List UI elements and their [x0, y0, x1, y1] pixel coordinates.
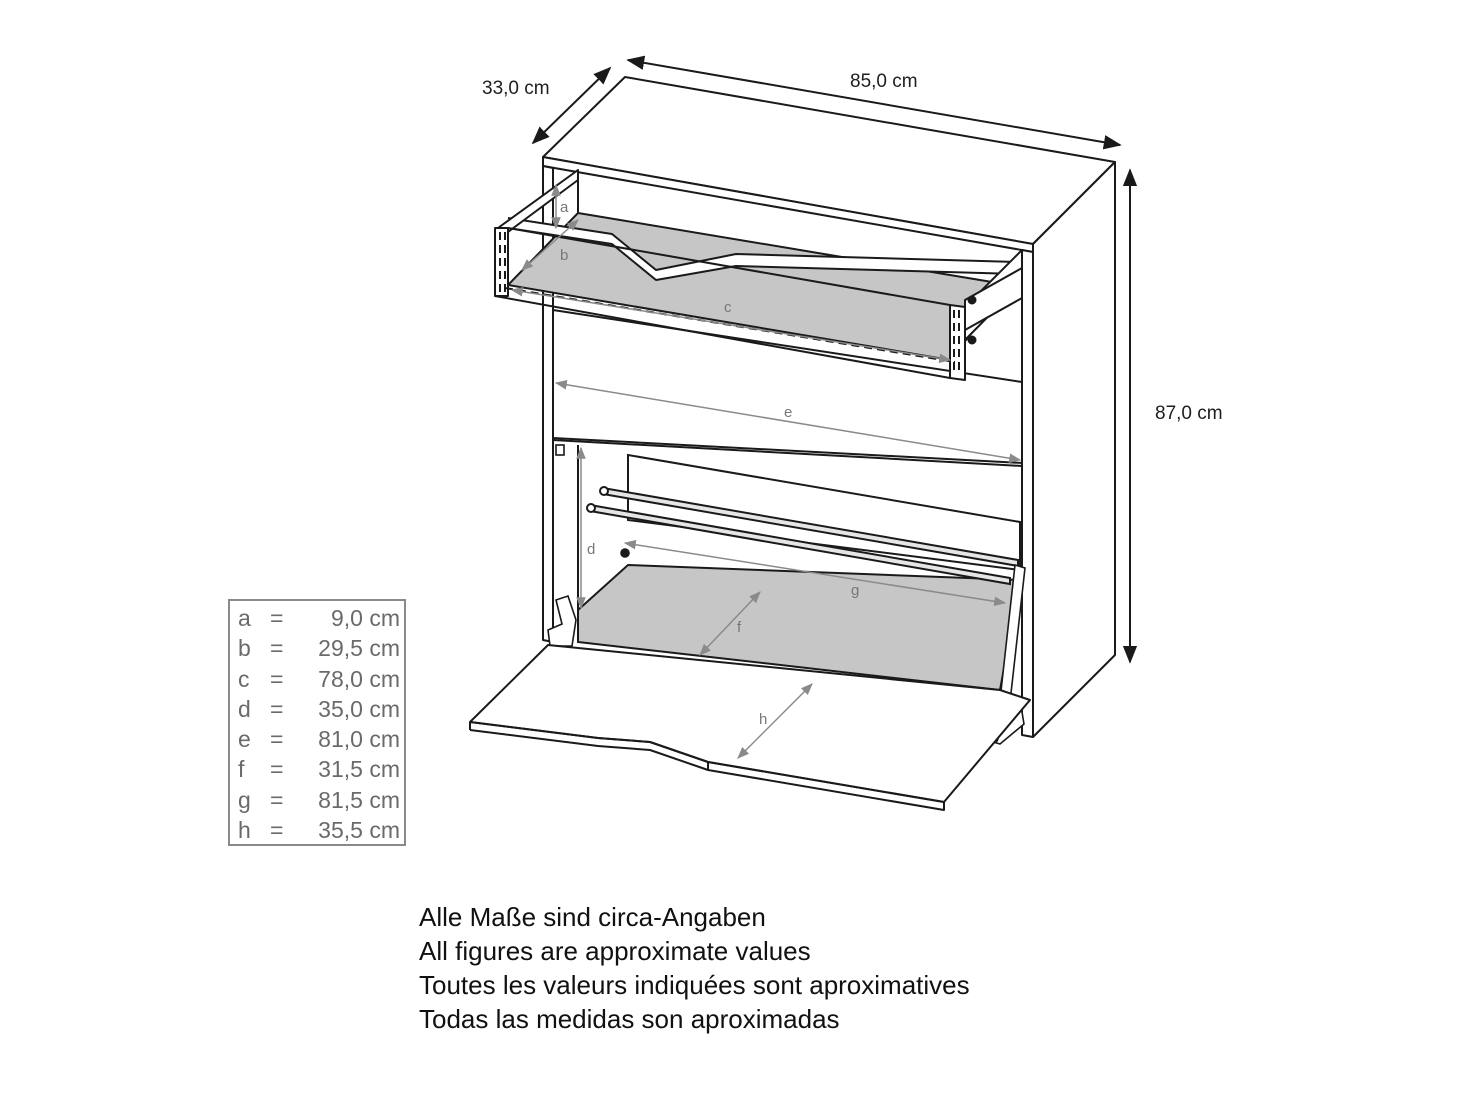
dim-d-label: d [587, 541, 595, 558]
right-front-edge [1021, 249, 1034, 738]
dim-f-label: f [737, 619, 742, 636]
dim-h-line [737, 683, 813, 759]
width-dimension-line [626, 55, 1122, 150]
legend-row: f=31,5 cm [238, 756, 400, 783]
legend-row: h=35,5 cm [238, 817, 400, 844]
note-french: Toutes les valeurs indiquées sont aproxi… [419, 970, 970, 1000]
dim-g-line [623, 539, 1007, 607]
legend-row: d=35,0 cm [238, 695, 400, 722]
flap-door-cutout-edge [469, 721, 945, 803]
legend-row: c=78,0 cm [238, 665, 400, 692]
dim-b-line [521, 219, 579, 271]
overall-dimension-lines [531, 55, 1138, 664]
dim-c-label: c [724, 299, 732, 316]
depth-dimension-line [531, 66, 612, 145]
right-side-panel [1032, 161, 1116, 738]
legend-row: g=81,5 cm [238, 786, 400, 813]
height-label: 87,0 cm [1155, 403, 1223, 424]
note-english: All figures are approximate values [419, 936, 811, 966]
note-german: Alle Maße sind circa-Angaben [419, 902, 766, 932]
drawer-slide-rail [964, 267, 1023, 331]
legend-row: b=29,5 cm [238, 635, 400, 662]
left-front-edge [542, 165, 554, 643]
legend-row: a=9,0 cm [238, 605, 400, 631]
dim-a-label: a [560, 199, 569, 216]
dim-e-line [554, 380, 1022, 463]
dim-h-label: h [759, 711, 767, 728]
left-screw-icon [620, 548, 630, 558]
legend-row: e=81,0 cm [238, 726, 400, 753]
drawer-slide-screw-icon [967, 295, 977, 305]
depth-label: 33,0 cm [482, 78, 550, 99]
inner-dimension-lines [510, 183, 1022, 759]
dim-c-line [510, 286, 952, 364]
dim-b-label: b [560, 247, 568, 264]
inner-dimension-labels: a b c d e f g h [560, 199, 859, 728]
dim-g-label: g [851, 582, 859, 599]
left-catch-icon [555, 444, 565, 456]
dim-e-label: e [784, 404, 792, 421]
dim-f-line [699, 591, 761, 656]
drawer-front-panel [494, 227, 509, 297]
cabinet-body [542, 76, 1116, 738]
top-panel-surface [542, 76, 1116, 245]
approximate-values-notes: Alle Maße sind circa-Angaben All figures… [419, 900, 970, 1036]
dimension-legend: a=9,0 cm b=29,5 cm c=78,0 cm d=35,0 cm e… [228, 599, 406, 846]
width-label: 85,0 cm [850, 71, 918, 92]
note-spanish: Todas las medidas son aproximadas [419, 1004, 840, 1034]
drawer-front-panel-right [949, 304, 966, 381]
